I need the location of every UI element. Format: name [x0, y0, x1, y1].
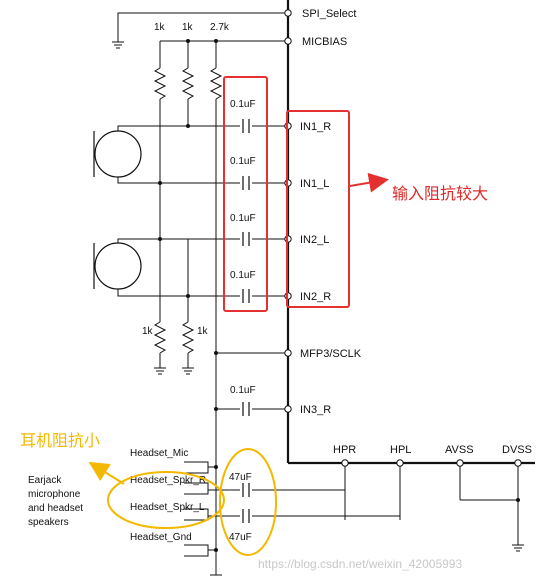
resistor-zigzags-bottom: [153, 296, 195, 375]
spi-select-net: [112, 12, 288, 49]
pin-micbias: [284, 37, 292, 45]
resistor-label-r5: 1k: [197, 326, 209, 337]
junction-dot: [186, 124, 190, 128]
pin-in3-r: [284, 405, 292, 413]
headset-desc-line-3: and headset: [28, 503, 83, 514]
pin-label-in2-l: IN2_L: [300, 234, 329, 246]
annotation-low-impedance: 耳机阻抗小: [20, 431, 100, 450]
pin-spi-select: [284, 9, 292, 17]
headset-spkr-l-label: Headset_Spkr_L: [130, 502, 205, 513]
pin-label-in2-r: IN2_R: [300, 291, 331, 303]
pin-mfp3-sclk: [284, 349, 292, 357]
junction-dot: [214, 351, 218, 355]
microphone-icon: [93, 130, 142, 290]
pin-label-in3-r: IN3_R: [300, 404, 331, 416]
pin-label-dvss: DVSS: [502, 444, 532, 456]
resistor-label-r1: 1k: [154, 22, 166, 33]
input-capacitors: [240, 119, 252, 303]
cap-label-in2-l: 0.1uF: [230, 213, 256, 224]
mfp3-sclk-net: [215, 352, 288, 575]
headset-spkr-r-label: Headset_Spkr_R: [130, 475, 206, 486]
pin-label-avss: AVSS: [445, 444, 474, 456]
pin-hpr: [341, 459, 349, 467]
pin-avss: [456, 459, 464, 467]
micbias-net: [159, 40, 288, 68]
headset-desc-line-4: speakers: [28, 517, 69, 528]
junction-dot: [158, 237, 162, 241]
yellow-highlight-ellipses: [107, 448, 277, 556]
red-highlight-boxes: [223, 76, 350, 312]
headset-desc-line-2: microphone: [28, 489, 81, 500]
resistor-label-r3: 2.7k: [210, 22, 230, 33]
output-pin-stubs: [344, 463, 524, 552]
junction-dot: [214, 407, 218, 411]
chip-edge: [286, 0, 535, 465]
cap-label-hp-1: 47uF: [229, 472, 252, 483]
pin-label-micbias: MICBIAS: [302, 36, 347, 48]
resistor-label-r4: 1k: [142, 326, 154, 337]
junction-dot: [158, 181, 162, 185]
junction-dot: [214, 39, 218, 43]
headphone-capacitors: [240, 483, 252, 523]
annotation-high-impedance: 输入阻抗较大: [392, 184, 488, 203]
pin-label-hpr: HPR: [333, 444, 356, 456]
headset-desc-line-1: Earjack: [28, 475, 62, 486]
junction-dot: [214, 465, 218, 469]
in3-capacitor: [240, 402, 252, 416]
pin-label-hpl: HPL: [390, 444, 411, 456]
cap-label-in2-r: 0.1uF: [230, 270, 256, 281]
junction-dot: [516, 498, 520, 502]
microphone-leads: [117, 125, 288, 297]
cap-label-in1-l: 0.1uF: [230, 156, 256, 167]
resistor-label-r2: 1k: [182, 22, 194, 33]
cap-label-in3-r: 0.1uF: [230, 385, 256, 396]
junction-dot: [186, 39, 190, 43]
pin-label-mfp3-sclk: MFP3/SCLK: [300, 348, 362, 360]
cap-label-hp-2: 47uF: [229, 532, 252, 543]
watermark: https://blog.csdn.net/weixin_42005993: [258, 557, 462, 571]
pin-label-spi-select: SPI_Select: [302, 8, 356, 20]
headset-gnd-label: Headset_Gnd: [130, 532, 192, 543]
resistor-zigzags-top: [153, 67, 223, 354]
cap-label-in1-r: 0.1uF: [230, 99, 256, 110]
yellow-arrow: [88, 461, 125, 485]
pin-label-in1-l: IN1_L: [300, 178, 329, 190]
pin-hpl: [396, 459, 404, 467]
red-arrow: [349, 172, 389, 193]
pin-label-in1-r: IN1_R: [300, 121, 331, 133]
junction-dot: [214, 548, 218, 552]
headset-mic-label: Headset_Mic: [130, 448, 188, 459]
pin-dvss: [514, 459, 522, 467]
